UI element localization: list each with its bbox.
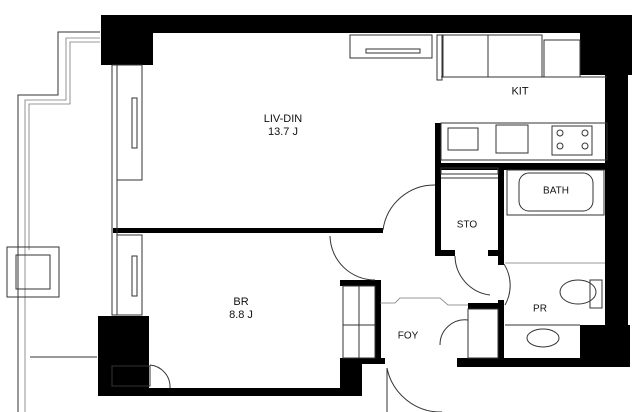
sink bbox=[505, 324, 580, 348]
room-label-bedroom: BR 8.8 J bbox=[229, 296, 253, 322]
room-name: BR bbox=[233, 296, 249, 308]
room-label-powder-room: PR bbox=[533, 303, 547, 315]
room-label-living-dining: LIV-DIN 13.7 J bbox=[264, 113, 303, 139]
foyer-step bbox=[380, 297, 468, 306]
doors bbox=[111, 184, 511, 412]
kitchen-fixtures bbox=[349, 34, 608, 161]
toilet bbox=[559, 279, 603, 309]
walls bbox=[98, 15, 632, 396]
storage-shelf bbox=[440, 167, 499, 175]
bedroom-closet bbox=[342, 285, 376, 359]
room-label-foyer: FOY bbox=[397, 330, 419, 342]
bathtub bbox=[506, 169, 605, 216]
room-label-bath: BATH bbox=[543, 185, 569, 197]
shoe-cabinet bbox=[467, 308, 499, 359]
room-name: LIV-DIN bbox=[263, 113, 303, 125]
windows bbox=[111, 64, 143, 316]
room-size: 8.8 J bbox=[229, 309, 253, 321]
balcony bbox=[6, 31, 100, 412]
room-label-kitchen: KIT bbox=[511, 85, 529, 98]
room-size: 13.7 J bbox=[268, 126, 298, 138]
room-label-storage: STO bbox=[456, 219, 478, 231]
